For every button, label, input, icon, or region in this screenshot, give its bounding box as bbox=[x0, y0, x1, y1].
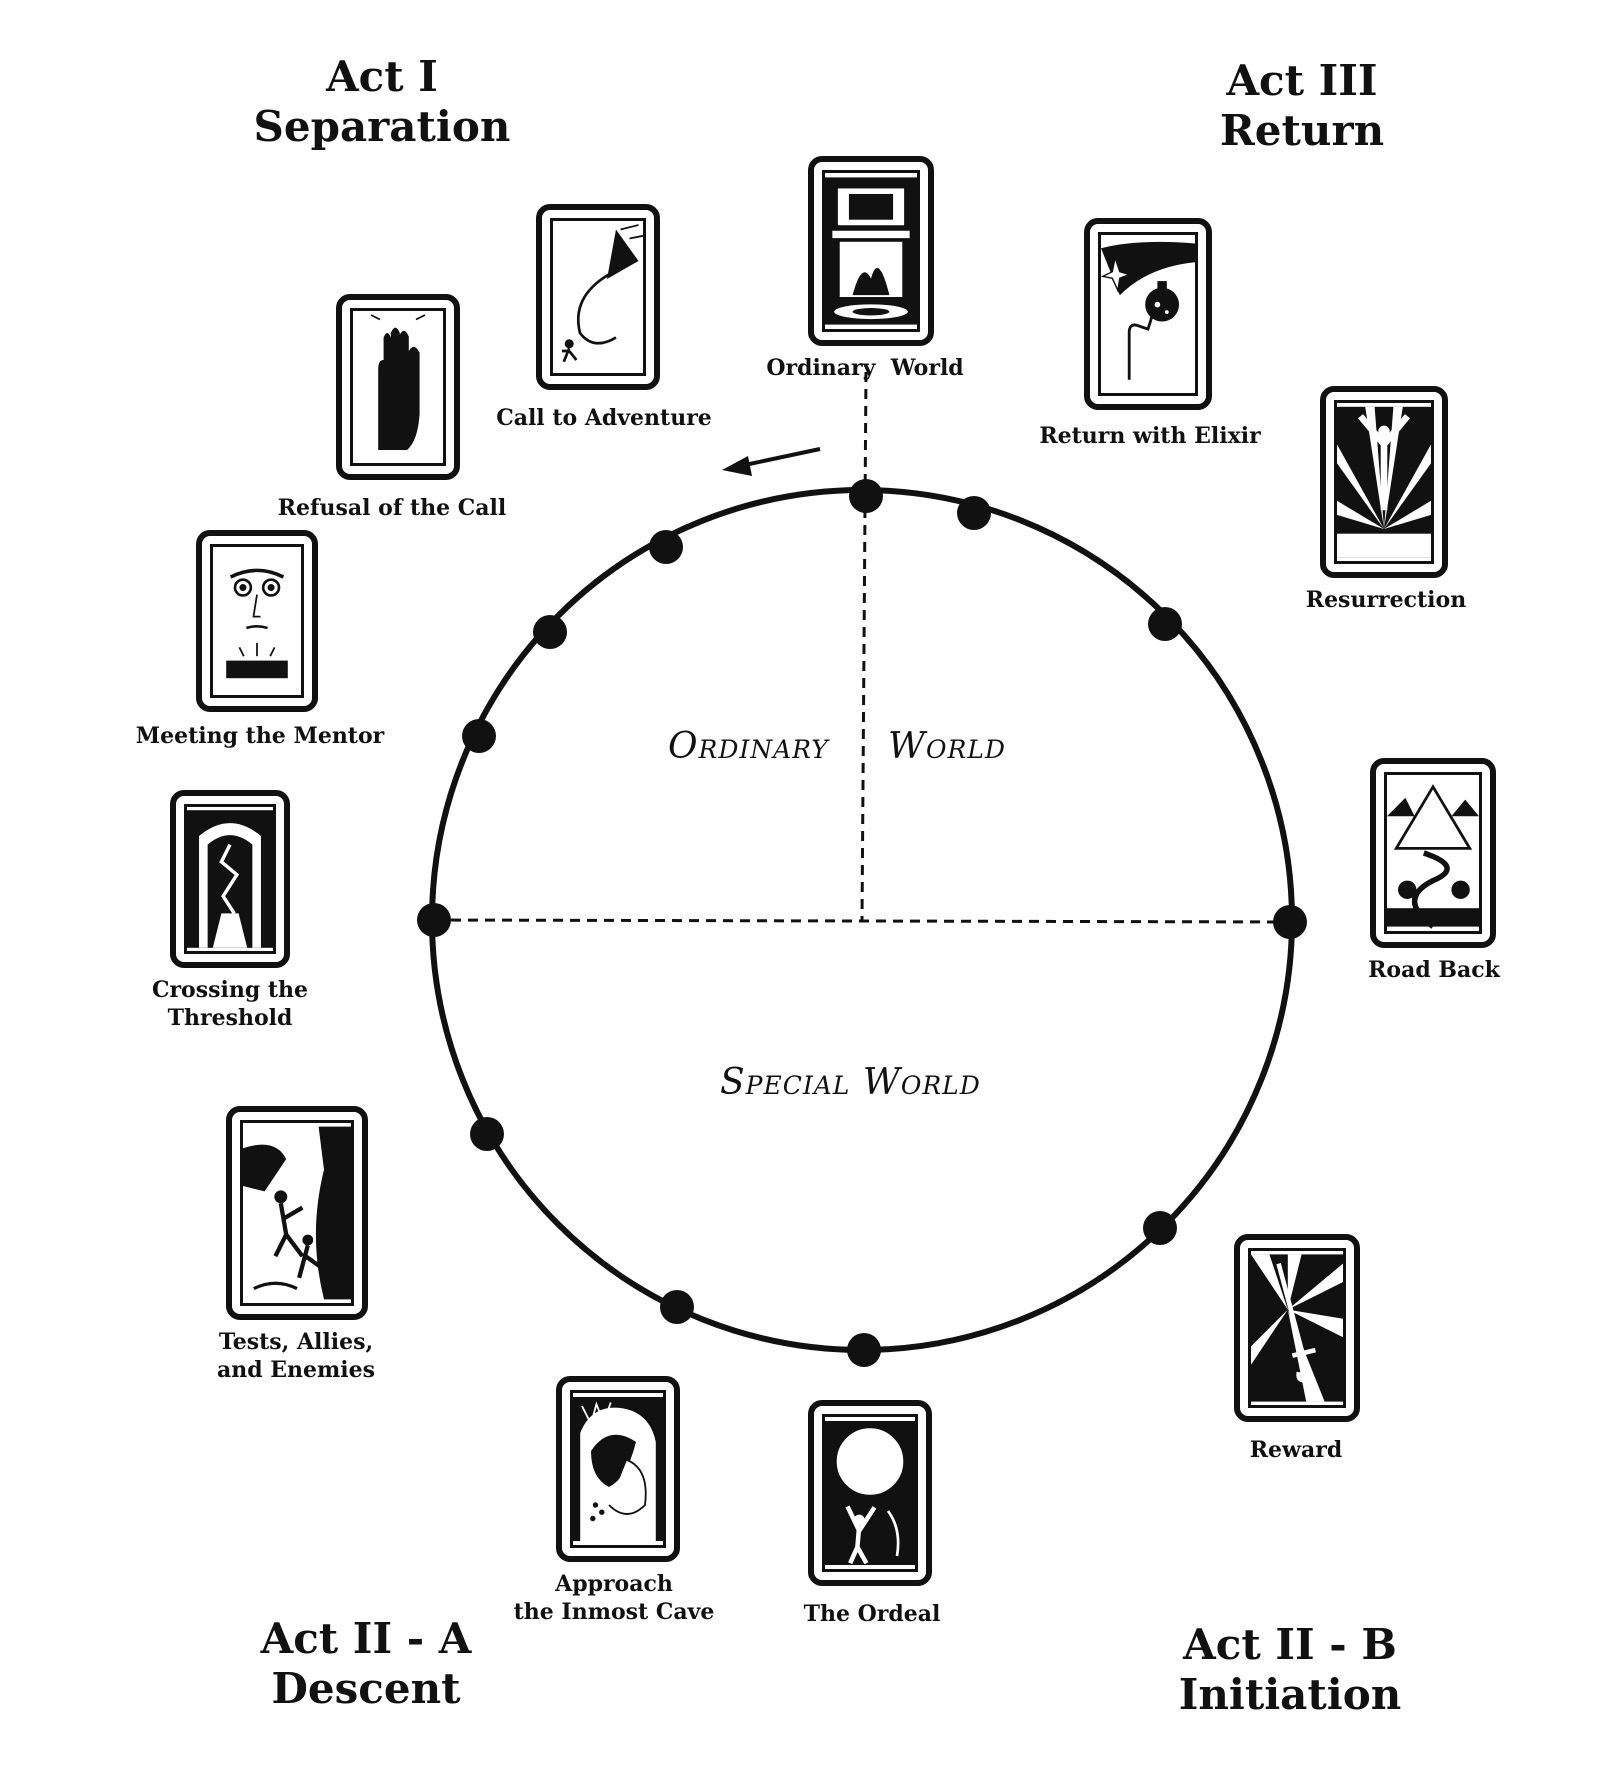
elixir-flask-icon bbox=[1098, 232, 1198, 396]
card-reward bbox=[1234, 1234, 1360, 1422]
card-resurrection bbox=[1320, 386, 1448, 578]
mentor-face-icon bbox=[210, 544, 304, 698]
dot-refusal bbox=[533, 615, 567, 649]
ordinary-label-right: World bbox=[888, 726, 1006, 767]
stage-dots bbox=[417, 479, 1307, 1367]
act-2a-title: Act II - A Descent bbox=[260, 1614, 472, 1713]
label-refusal-of-the-call: Refusal of the Call bbox=[277, 495, 507, 521]
boulder-icon bbox=[822, 1414, 918, 1572]
direction-arrow-icon bbox=[722, 447, 821, 476]
dot-return-with-elixir bbox=[957, 496, 991, 530]
dot-resurrection bbox=[1148, 607, 1182, 641]
label-crossing-the-threshold: Crossing the Threshold bbox=[151, 977, 309, 1031]
label-tests-allies-enemies: Tests, Allies, and Enemies bbox=[216, 1329, 376, 1383]
act-3-title: Act III Return bbox=[1219, 56, 1385, 155]
card-call-to-adventure bbox=[536, 204, 660, 390]
dot-the-ordeal bbox=[847, 1333, 881, 1367]
card-approach-inmost-cave bbox=[556, 1376, 680, 1562]
horn-icon bbox=[550, 218, 646, 376]
act-1-title: Act I Separation bbox=[253, 52, 511, 151]
card-meeting-the-mentor bbox=[196, 530, 318, 712]
ordinary-label-left: Ordinary bbox=[668, 726, 829, 767]
label-return-with-elixir: Return with Elixir bbox=[1039, 423, 1261, 449]
rising-figure-icon bbox=[1334, 400, 1434, 564]
card-the-ordeal bbox=[808, 1400, 932, 1586]
raised-hand-icon bbox=[350, 308, 446, 466]
dot-mentor bbox=[462, 719, 496, 753]
act-2b-title: Act II - B Initiation bbox=[1178, 1620, 1402, 1719]
sword-icon bbox=[1248, 1248, 1346, 1408]
label-road-back: Road Back bbox=[1368, 957, 1500, 983]
vertical-divider bbox=[860, 371, 868, 921]
dot-road-back bbox=[1273, 905, 1307, 939]
dot-crossing bbox=[417, 903, 451, 937]
dot-ordinary-world bbox=[849, 479, 883, 513]
fireplace-icon bbox=[822, 170, 920, 332]
gateway-icon bbox=[184, 804, 276, 954]
battle-icon bbox=[240, 1120, 354, 1306]
card-ordinary-world bbox=[808, 156, 934, 346]
dot-tests bbox=[470, 1117, 504, 1151]
dot-reward bbox=[1143, 1211, 1177, 1245]
horizontal-divider bbox=[433, 918, 1291, 924]
label-the-ordeal: The Ordeal bbox=[803, 1601, 941, 1627]
card-crossing-the-threshold bbox=[170, 790, 290, 968]
card-tests-allies-enemies bbox=[226, 1106, 368, 1320]
label-reward: Reward bbox=[1249, 1437, 1343, 1463]
label-approach-inmost-cave: Approach the Inmost Cave bbox=[513, 1571, 715, 1625]
label-meeting-the-mentor: Meeting the Mentor bbox=[135, 723, 385, 749]
card-refusal-of-the-call bbox=[336, 294, 460, 480]
dot-approach bbox=[660, 1290, 694, 1324]
cave-icon bbox=[570, 1390, 666, 1548]
mountain-road-icon bbox=[1384, 772, 1482, 934]
special-world-label: Special World bbox=[720, 1062, 981, 1103]
label-call-to-adventure: Call to Adventure bbox=[496, 405, 712, 431]
label-ordinary-world: Ordinary World bbox=[766, 355, 964, 381]
card-return-with-elixir bbox=[1084, 218, 1212, 410]
dot-call bbox=[649, 530, 683, 564]
label-resurrection: Resurrection bbox=[1305, 587, 1467, 613]
card-road-back bbox=[1370, 758, 1496, 948]
